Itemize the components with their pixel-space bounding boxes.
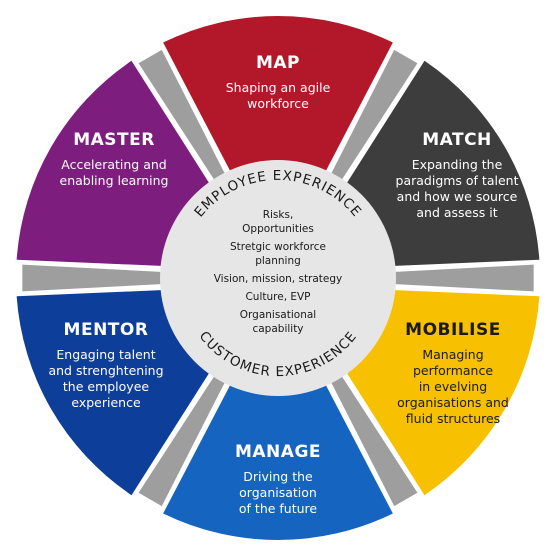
segment-dividers	[22, 49, 534, 507]
divider-bar	[330, 49, 418, 182]
segment-desc-master: Accelerating and	[61, 157, 166, 172]
segment-desc-mentor: the employee	[63, 379, 149, 394]
segment-desc-match: paradigms of talent	[396, 173, 519, 188]
segment-master	[16, 60, 211, 266]
segment-title-match: MATCH	[422, 130, 492, 150]
center-item-text: capability	[252, 323, 303, 335]
divider-bar	[138, 374, 226, 507]
segment-match	[345, 60, 540, 266]
segment-desc-mobilise: organisations and	[397, 395, 509, 410]
segment-manage	[163, 383, 393, 541]
divider-bar	[138, 49, 226, 182]
segment-desc-mentor: and strenghtening	[48, 363, 163, 378]
segment-desc-mobilise: Managing	[422, 347, 483, 362]
segment-desc-map: Shaping an agile	[226, 80, 331, 95]
hub-circle	[160, 160, 396, 396]
center-item-text: Risks,	[263, 209, 294, 221]
segment-title-map: MAP	[256, 53, 300, 73]
segment-desc-match: and how we source	[397, 189, 518, 204]
segment-desc-mentor: experience	[71, 395, 141, 410]
segment-title-manage: MANAGE	[235, 442, 321, 462]
segment-desc-mentor: Engaging talent	[56, 347, 155, 362]
center-hub: EMPLOYEE EXPERIENCE CUSTOMER EXPERIENCE …	[160, 160, 396, 396]
segment-mentor	[16, 290, 211, 496]
center-item-text: Opportunities	[242, 223, 314, 235]
segment-desc-manage: of the future	[239, 501, 318, 516]
segment-title-mobilise: MOBILISE	[405, 320, 501, 340]
segment-desc-mobilise: in evelving	[419, 379, 487, 394]
divider-bar	[330, 374, 418, 507]
center-item-text: Vision, mission, strategy	[214, 273, 343, 285]
segment-desc-manage: organisation	[239, 485, 317, 500]
segment-desc-match: Expanding the	[412, 157, 503, 172]
segment-title-mentor: MENTOR	[64, 320, 149, 340]
segment-desc-master: enabling learning	[60, 173, 169, 188]
segment-desc-match: and assess it	[416, 205, 497, 220]
center-item-text: Organisational	[240, 309, 316, 321]
segment-title-master: MASTER	[73, 130, 155, 150]
segment-mobilise	[345, 290, 540, 496]
center-item-text: Stretgic workforce	[230, 241, 326, 253]
center-item-text: planning	[255, 255, 301, 267]
segment-map	[163, 16, 393, 173]
segment-desc-mobilise: performance	[413, 363, 493, 378]
segment-desc-mobilise: fluid structures	[406, 411, 500, 426]
divider-bar	[392, 264, 534, 292]
divider-bar	[22, 264, 164, 292]
segment-desc-manage: Driving the	[243, 469, 313, 484]
center-item-text: Culture, EVP	[245, 291, 310, 303]
segment-desc-map: workforce	[247, 96, 309, 111]
